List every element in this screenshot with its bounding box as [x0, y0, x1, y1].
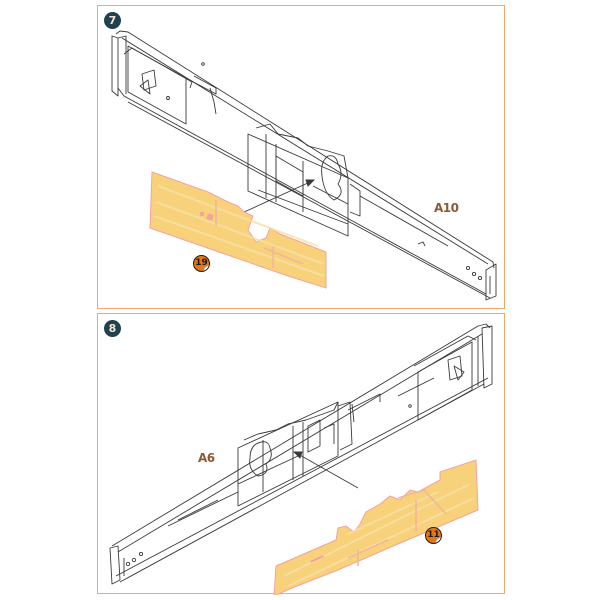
wood-panel-19: [149, 171, 327, 289]
wing-a10-drawing: [111, 30, 497, 301]
part-label-a6: A6: [198, 451, 215, 465]
part-label-a10: A10: [434, 201, 459, 215]
part-sticker-19: 19: [193, 255, 210, 272]
wood-panel-11: [273, 459, 479, 595]
part-sticker-11: 11: [425, 527, 442, 544]
step-number-badge: 8: [104, 320, 121, 337]
step-7-panel: 7 A10 19: [97, 5, 505, 309]
step-8-panel: 8 A6 11: [97, 313, 505, 595]
wing-a6-drawing: [109, 323, 493, 595]
step-number-badge: 7: [104, 12, 121, 29]
